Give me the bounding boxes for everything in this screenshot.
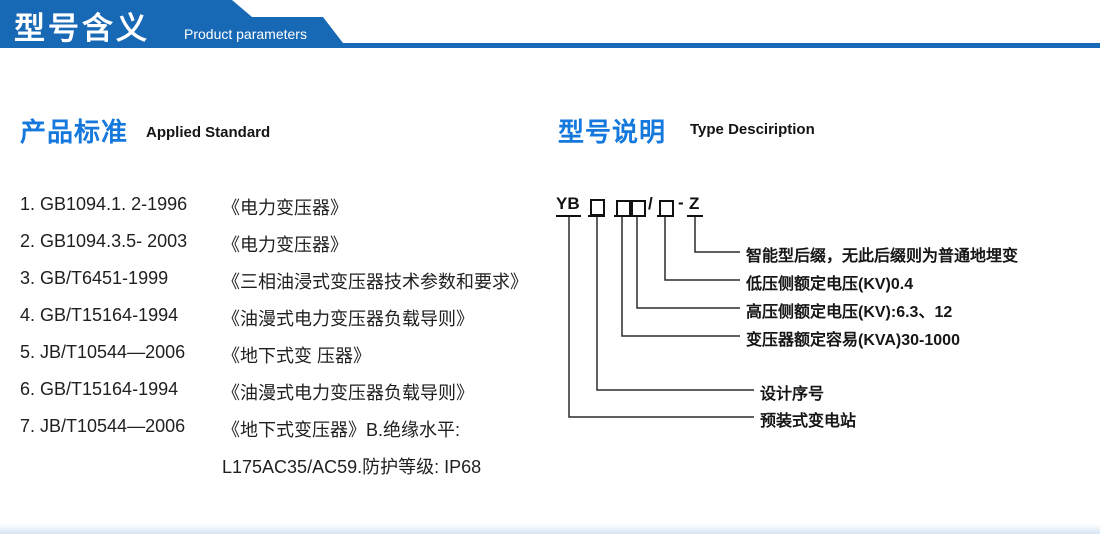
standard-item: 5. JB/T10544—2006 《地下式变 压器》 [20, 342, 528, 379]
standard-code: 5. JB/T10544—2006 [20, 342, 186, 362]
standard-desc: L175AC35/AC59.防护等级: IP68 [222, 457, 482, 477]
standards-section-title-en: Applied Standard [146, 124, 271, 141]
standard-desc: 《电力变压器》 [222, 235, 348, 255]
standards-section-title: 产品标准 [20, 117, 129, 147]
label-rated-capacity: 变压器额定容易(KVA)30-1000 [746, 332, 960, 349]
code-underline [687, 215, 703, 217]
standard-desc: 《油漫式电力变压器负载导则》 [222, 383, 474, 403]
standard-item-continuation: L175AC35/AC59.防护等级: IP68 [20, 453, 528, 490]
connector-prefab [568, 217, 754, 418]
standard-item: 3. GB/T6451-1999 《三相油浸式变压器技术参数和要求》 [20, 268, 528, 305]
standard-code: 6. GB/T15164-1994 [20, 379, 179, 399]
bottom-gradient-bar [0, 524, 1100, 534]
code-dash: - [678, 193, 684, 212]
code-prefix: YB [556, 194, 580, 213]
header-ribbon-shape [0, 0, 1100, 48]
label-smart-suffix: 智能型后缀，无此后缀则为普通地埋变 [746, 248, 1019, 265]
model-section-title-en: Type Desciription [690, 121, 815, 138]
standard-code: 1. GB1094.1. 2-1996 [20, 194, 188, 214]
model-section-title: 型号说明 [558, 117, 667, 147]
code-underline [657, 215, 674, 217]
standards-list: 1. GB1094.1. 2-1996 《电力变压器》 2. GB1094.3.… [20, 194, 528, 490]
code-slash: / [648, 194, 653, 213]
standard-desc: 《三相油浸式变压器技术参数和要求》 [222, 272, 528, 292]
standard-item: 2. GB1094.3.5- 2003 《电力变压器》 [20, 231, 528, 268]
code-underline [614, 215, 630, 217]
page-subtitle: Product parameters [184, 26, 307, 42]
standard-item: 4. GB/T15164-1994 《油漫式电力变压器负载导则》 [20, 305, 528, 342]
standard-code: 3. GB/T6451-1999 [20, 268, 169, 288]
connector-suffix [694, 217, 740, 253]
standard-code: 2. GB1094.3.5- 2003 [20, 231, 188, 251]
connector-design [596, 217, 754, 391]
standard-desc: 《地下式变压器》B.绝缘水平: [222, 420, 461, 440]
standard-item: 7. JB/T10544—2006 《地下式变压器》B.绝缘水平: [20, 416, 528, 453]
code-underline [556, 215, 581, 217]
code-underline [630, 215, 646, 217]
label-design-serial: 设计序号 [760, 386, 825, 403]
connector-capacity [621, 217, 740, 337]
code-suffix: Z [689, 194, 700, 213]
standard-code: 4. GB/T15164-1994 [20, 305, 179, 325]
standard-desc: 《地下式变 压器》 [222, 346, 372, 366]
standard-desc: 《油漫式电力变压器负载导则》 [222, 309, 474, 329]
code-underline [588, 215, 605, 217]
label-high-voltage: 高压侧额定电压(KV):6.3、12 [746, 304, 953, 321]
standard-code: 7. JB/T10544—2006 [20, 416, 186, 436]
label-low-voltage: 低压侧额定电压(KV)0.4 [746, 276, 914, 293]
page-title: 型号含义 [14, 11, 150, 46]
header-ribbon [0, 0, 1100, 48]
connector-lv [664, 217, 740, 281]
standard-item: 6. GB/T15164-1994 《油漫式电力变压器负载导则》 [20, 379, 528, 416]
label-prefab-substation: 预装式变电站 [760, 413, 857, 430]
connector-hv [636, 217, 740, 309]
standard-desc: 《电力变压器》 [222, 198, 348, 218]
standard-item: 1. GB1094.1. 2-1996 《电力变压器》 [20, 194, 528, 231]
